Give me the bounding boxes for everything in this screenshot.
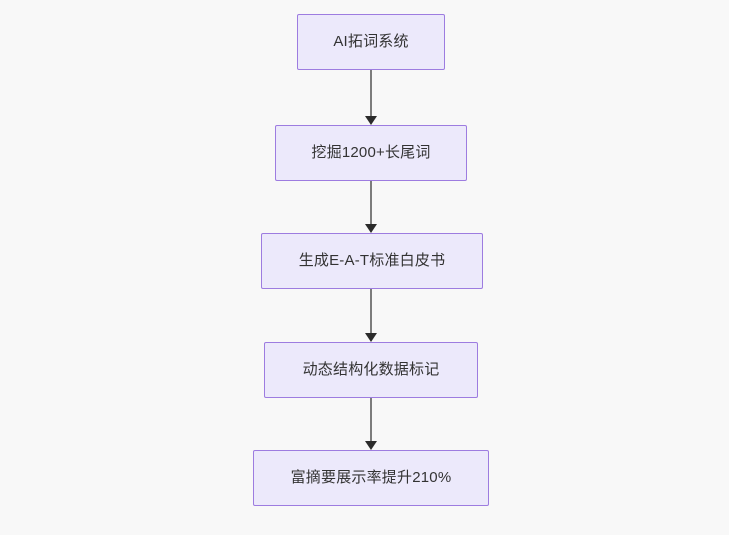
arrow-down-icon xyxy=(365,224,377,233)
arrow-down-icon xyxy=(365,441,377,450)
flow-node-dynamic-structured-data-markup[interactable]: 动态结构化数据标记 xyxy=(264,342,478,398)
flow-connector-node1-node2 xyxy=(364,181,378,233)
connector-line xyxy=(370,398,372,441)
flow-node-label: 挖掘1200+长尾词 xyxy=(311,144,431,161)
flow-node-label: 生成E-A-T标准白皮书 xyxy=(298,252,446,269)
flow-connector-node0-node1 xyxy=(364,70,378,125)
flow-node-rich-snippet-impression-lift[interactable]: 富摘要展示率提升210% xyxy=(253,450,489,506)
connector-line xyxy=(370,181,372,224)
flow-connector-node3-node4 xyxy=(364,398,378,450)
flow-node-ai-keyword-system[interactable]: AI拓词系统 xyxy=(297,14,445,70)
flow-connector-node2-node3 xyxy=(364,289,378,342)
arrow-down-icon xyxy=(365,333,377,342)
arrow-down-icon xyxy=(365,116,377,125)
connector-line xyxy=(370,289,372,333)
flow-node-label: 动态结构化数据标记 xyxy=(302,361,440,378)
flow-node-label: AI拓词系统 xyxy=(333,33,409,50)
flow-node-label: 富摘要展示率提升210% xyxy=(290,469,452,486)
flow-node-mine-longtail-keywords[interactable]: 挖掘1200+长尾词 xyxy=(275,125,467,181)
connector-line xyxy=(370,70,372,116)
flow-node-generate-eat-whitepaper[interactable]: 生成E-A-T标准白皮书 xyxy=(261,233,483,289)
